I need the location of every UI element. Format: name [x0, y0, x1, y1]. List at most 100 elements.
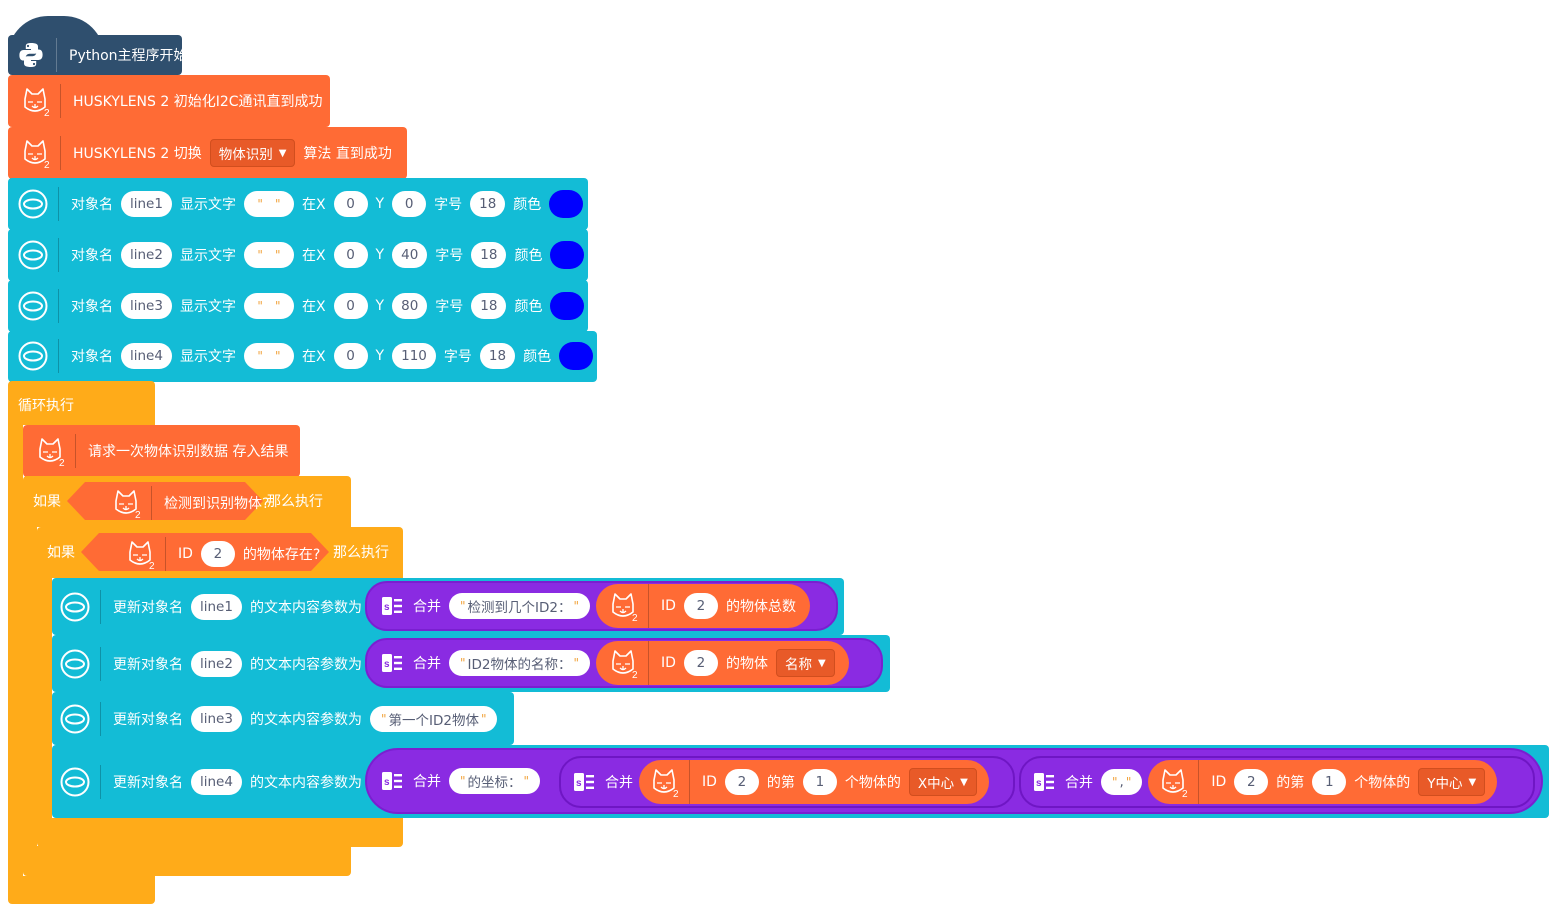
- y-input[interactable]: 0: [392, 191, 427, 217]
- y-center-reporter[interactable]: 2 ID 2 的第 1 个物体的 Y中心▼: [1148, 760, 1498, 804]
- join-block[interactable]: s 合并 "ID2物体的名称：" 2 ID 2 的物体 名称▼: [365, 638, 883, 688]
- join-block-outer[interactable]: s 合并 "的坐标：" s 合并 2 ID 2 的第 1 个物体的 X中心▼: [365, 748, 1543, 814]
- request-data-block[interactable]: 2 请求一次物体识别数据 存入结果: [23, 425, 300, 477]
- id-input[interactable]: 2: [683, 650, 718, 676]
- x-input[interactable]: 0: [333, 242, 368, 268]
- set-text-label: 的文本内容参数为: [249, 775, 362, 791]
- object-name-input[interactable]: line3: [121, 293, 172, 319]
- id-label: ID: [661, 598, 676, 614]
- x-input[interactable]: 0: [333, 343, 368, 369]
- font-size-label: 字号: [443, 349, 472, 365]
- huskylens-switch-block[interactable]: 2 HUSKYLENS 2 切换 物体识别▼ 算法 直到成功: [8, 127, 407, 179]
- update-block-line2[interactable]: 更新对象名 line2 的文本内容参数为 s 合并 "ID2物体的名称：" 2 …: [52, 635, 890, 692]
- text-string-input[interactable]: "": [243, 293, 294, 319]
- svg-text:2: 2: [59, 458, 65, 467]
- y-input[interactable]: 80: [392, 293, 428, 319]
- svg-text:2: 2: [632, 613, 638, 622]
- color-swatch[interactable]: [559, 342, 594, 370]
- object-name-input[interactable]: line3: [191, 706, 242, 732]
- loop-block-top[interactable]: 循环执行: [8, 381, 155, 425]
- if-bottom-1: [23, 846, 351, 876]
- font-size-label: 字号: [435, 248, 464, 264]
- show-text-block-line1[interactable]: 对象名 line1 显示文字 "" 在X 0 Y 0 字号 18 颜色: [8, 178, 588, 230]
- show-text-block-line2[interactable]: 对象名 line2 显示文字 "" 在X 0 Y 40 字号 18 颜色: [8, 229, 588, 281]
- update-block-line4[interactable]: 更新对象名 line4 的文本内容参数为 s 合并 "的坐标：" s 合并 2 …: [52, 745, 1549, 818]
- color-swatch[interactable]: [550, 241, 585, 269]
- text-join-icon: s: [1027, 765, 1061, 799]
- if-bottom-2: [37, 818, 403, 847]
- property-dropdown[interactable]: 名称▼: [775, 649, 835, 677]
- y-input[interactable]: 110: [392, 343, 436, 369]
- id-label: ID: [702, 774, 717, 790]
- join-text-input[interactable]: "的坐标：": [449, 768, 541, 794]
- id-input[interactable]: 2: [200, 541, 235, 567]
- chevron-down-icon: ▼: [817, 657, 826, 669]
- show-text-block-line3[interactable]: 对象名 line3 显示文字 "" 在X 0 Y 80 字号 18 颜色: [8, 280, 588, 332]
- nth-label: 的第: [766, 775, 795, 791]
- huskylens-init-block[interactable]: 2 HUSKYLENS 2 初始化I2C通讯直到成功: [8, 75, 330, 127]
- x-center-reporter[interactable]: 2 ID 2 的第 1 个物体的 X中心▼: [639, 760, 989, 804]
- object-count-reporter[interactable]: 2 ID 2 的物体总数: [596, 584, 810, 628]
- object-name-input[interactable]: line1: [191, 594, 242, 620]
- update-block-line1[interactable]: 更新对象名 line1 的文本内容参数为 s 合并 "检测到几个ID2：" 2 …: [52, 578, 844, 635]
- then-label: 那么执行: [267, 494, 323, 510]
- husky-switch-suffix: 算法 直到成功: [303, 146, 392, 162]
- update-label: 更新对象名: [113, 712, 183, 728]
- color-label: 颜色: [514, 299, 543, 315]
- obj-name-label: 对象名: [71, 197, 113, 213]
- join-block-y[interactable]: s 合并 "," 2 ID 2 的第 1 个物体的 Y中心▼: [1019, 756, 1535, 808]
- python-start-block[interactable]: Python主程序开始: [8, 35, 188, 75]
- huskylens-cat-icon: 2: [109, 486, 143, 520]
- font-size-input[interactable]: 18: [479, 343, 516, 369]
- join-block-x[interactable]: s 合并 2 ID 2 的第 1 个物体的 X中心▼: [559, 756, 1015, 808]
- text-join-icon: s: [375, 764, 409, 798]
- id-input[interactable]: 2: [1234, 769, 1269, 795]
- y-label: Y: [375, 348, 385, 364]
- text-string-input[interactable]: "": [243, 242, 294, 268]
- if-block-1[interactable]: 如果 那么执行 2 检测到识别物体?: [23, 476, 351, 527]
- property-dropdown[interactable]: Y中心▼: [1418, 768, 1486, 796]
- x-input[interactable]: 0: [333, 293, 368, 319]
- object-name-input[interactable]: line2: [121, 242, 172, 268]
- id-label: ID: [1211, 774, 1227, 790]
- if-block-2[interactable]: 如果 那么执行 2 ID 2 的物体存在?: [37, 527, 403, 578]
- id-label: ID: [178, 546, 193, 562]
- font-size-input[interactable]: 18: [470, 191, 506, 217]
- font-size-input[interactable]: 18: [471, 242, 507, 268]
- index-input[interactable]: 1: [802, 769, 837, 795]
- condition-hexagon-1[interactable]: [67, 482, 263, 520]
- object-of-label: 个物体的: [1354, 775, 1411, 791]
- id-input[interactable]: 2: [683, 593, 718, 619]
- set-text-label: 的文本内容参数为: [249, 712, 362, 728]
- if-label: 如果: [47, 545, 75, 561]
- update-label: 更新对象名: [113, 600, 183, 616]
- font-size-input[interactable]: 18: [471, 293, 507, 319]
- text-string-input[interactable]: "": [243, 343, 294, 369]
- property-dropdown[interactable]: X中心▼: [908, 768, 977, 796]
- update-block-line3[interactable]: 更新对象名 line3 的文本内容参数为 "第一个ID2物体": [52, 692, 514, 745]
- color-swatch[interactable]: [549, 190, 584, 218]
- text-string-input[interactable]: "": [243, 191, 294, 217]
- text-value-input[interactable]: "第一个ID2物体": [369, 706, 498, 732]
- index-input[interactable]: 1: [1312, 769, 1347, 795]
- object-prop-reporter[interactable]: 2 ID 2 的物体 名称▼: [596, 641, 849, 685]
- join-text-input[interactable]: "ID2物体的名称：": [449, 650, 591, 676]
- separator-text-input[interactable]: ",": [1101, 769, 1143, 795]
- total-label: 的物体总数: [725, 599, 796, 615]
- nth-label: 的第: [1276, 775, 1305, 791]
- y-input[interactable]: 40: [392, 242, 428, 268]
- object-name-input[interactable]: line2: [191, 651, 242, 677]
- chevron-down-icon: ▼: [960, 776, 968, 788]
- show-text-block-line4[interactable]: 对象名 line4 显示文字 "" 在X 0 Y 110 字号 18 颜色: [8, 331, 597, 382]
- color-swatch[interactable]: [550, 292, 585, 320]
- object-name-input[interactable]: line1: [121, 191, 172, 217]
- algorithm-dropdown[interactable]: 物体识别▼: [209, 139, 296, 167]
- x-input[interactable]: 0: [333, 191, 368, 217]
- id-input[interactable]: 2: [724, 769, 759, 795]
- join-block[interactable]: s 合并 "检测到几个ID2：" 2 ID 2 的物体总数: [365, 581, 838, 631]
- at-x-label: 在X: [301, 248, 326, 264]
- loop-arm: [8, 424, 23, 879]
- object-name-input[interactable]: line4: [121, 343, 172, 369]
- join-text-input[interactable]: "检测到几个ID2：": [449, 593, 591, 619]
- object-name-input[interactable]: line4: [191, 769, 242, 795]
